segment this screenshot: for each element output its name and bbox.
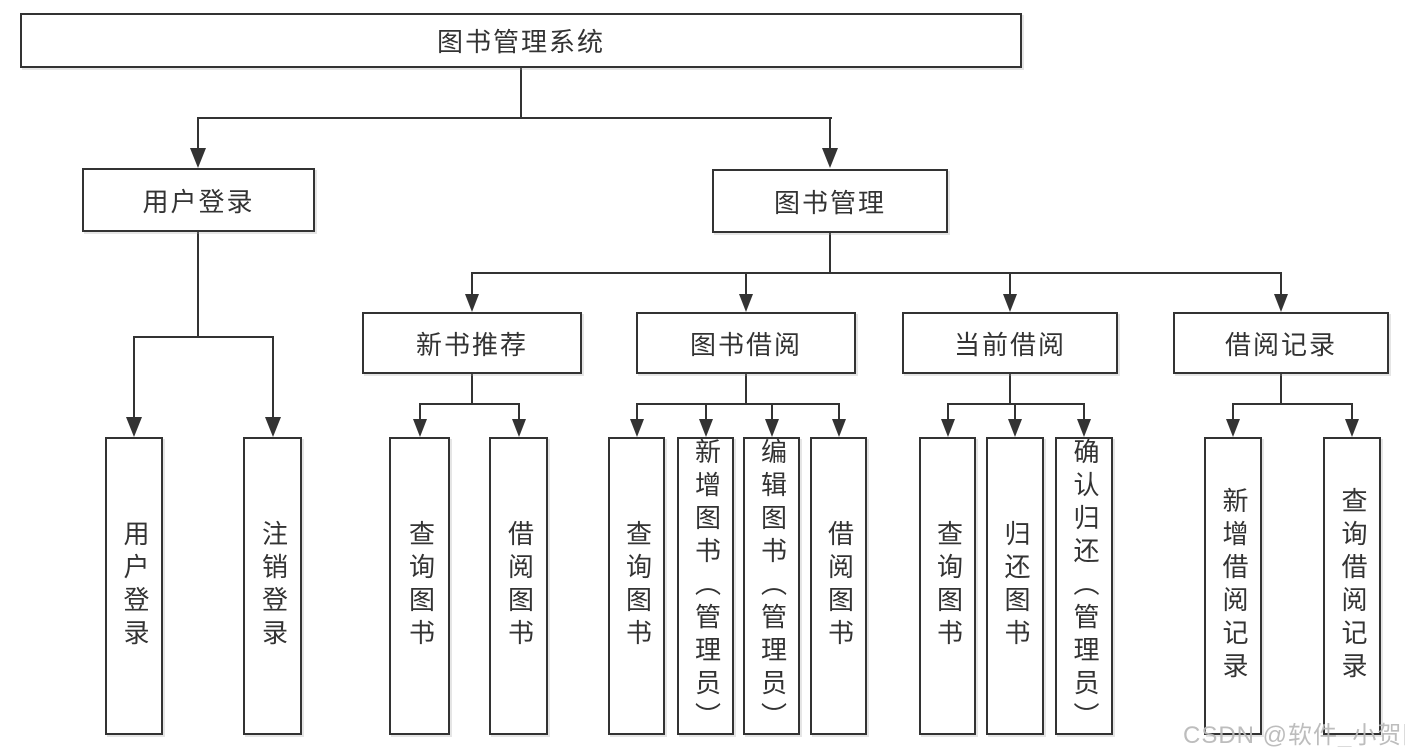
arrowhead-down-icon [1077,419,1091,437]
node-current-borrow: 当前借阅 [902,312,1118,374]
arrowhead-down-icon [699,419,713,437]
node-book-management: 图书管理 [712,169,948,233]
connector-line [197,232,199,338]
connector-line [1009,374,1011,405]
connector-line [133,336,135,419]
leaf-borrow-books-recommend: 借阅图书 [489,437,548,735]
leaf-confirm-return-admin-label: 确认归还（管理员） [1069,437,1100,735]
leaf-query-books-recommend: 查询图书 [389,437,450,735]
arrowhead-down-icon [265,417,281,437]
leaf-query-books-borrow: 查询图书 [608,437,665,735]
connector-line [471,374,473,405]
connector-line [520,68,522,118]
connector-line [745,374,747,405]
connector-line [419,403,421,421]
connector-line [1351,403,1353,421]
connector-line [838,403,840,421]
leaf-borrow-books: 借阅图书 [810,437,867,735]
node-book-borrow: 图书借阅 [636,312,856,374]
arrowhead-down-icon [413,419,427,437]
connector-line [197,117,832,119]
arrowhead-down-icon [822,148,838,168]
leaf-user-login-label: 用户登录 [119,520,150,652]
leaf-borrow-books-label: 借阅图书 [824,520,855,652]
arrowhead-down-icon [1274,294,1288,312]
connector-line [947,403,1085,405]
leaf-return-books-label: 归还图书 [1000,520,1031,652]
connector-line [419,403,520,405]
connector-line [745,272,747,296]
leaf-query-borrow-record: 查询借阅记录 [1323,437,1381,735]
root-box: 图书管理系统 [20,13,1022,68]
arrowhead-down-icon [630,419,644,437]
connector-line [636,403,839,405]
arrowhead-down-icon [832,419,846,437]
leaf-query-books-current-label: 查询图书 [933,520,964,652]
connector-line [197,117,199,152]
arrowhead-down-icon [739,294,753,312]
arrowhead-down-icon [941,419,955,437]
connector-line [1232,403,1234,421]
leaf-add-borrow-record: 新增借阅记录 [1204,437,1262,735]
connector-line [471,272,1282,274]
arrowhead-down-icon [126,417,142,437]
node-borrow-record: 借阅记录 [1173,312,1389,374]
arrowhead-down-icon [512,419,526,437]
arrowhead-down-icon [1003,294,1017,312]
connector-line [1009,272,1011,296]
connector-line [1014,403,1016,421]
connector-line [518,403,520,421]
arrowhead-down-icon [1008,419,1022,437]
leaf-add-borrow-record-label: 新增借阅记录 [1218,487,1249,685]
leaf-add-books-admin-label: 新增图书（管理员） [691,437,722,735]
leaf-edit-books-admin: 编辑图书（管理员） [743,437,800,735]
leaf-query-books-recommend-label: 查询图书 [405,520,436,652]
connector-line [829,233,831,274]
connector-line [771,403,773,421]
arrowhead-down-icon [190,148,206,168]
leaf-borrow-books-recommend-label: 借阅图书 [504,520,535,652]
arrowhead-down-icon [465,294,479,312]
connector-line [1280,272,1282,296]
connector-line [636,403,638,421]
leaf-add-books-admin: 新增图书（管理员） [677,437,734,735]
connector-line [1232,403,1353,405]
arrowhead-down-icon [765,419,779,437]
leaf-logout-label: 注销登录 [258,520,289,652]
leaf-confirm-return-admin: 确认归还（管理员） [1055,437,1113,735]
arrowhead-down-icon [1226,419,1240,437]
watermark: CSDN @软件_小贺同学 [1183,722,1405,747]
connector-line [705,403,707,421]
node-user-login: 用户登录 [82,168,315,232]
connector-line [133,336,274,338]
connector-line [471,272,473,296]
connector-line [1280,374,1282,405]
connector-line [829,117,831,152]
leaf-query-books-current: 查询图书 [919,437,976,735]
leaf-query-books-borrow-label: 查询图书 [622,520,653,652]
connector-line [272,336,274,419]
leaf-logout: 注销登录 [243,437,302,735]
arrowhead-down-icon [1345,419,1359,437]
connector-line [1083,403,1085,421]
connector-line [947,403,949,421]
leaf-return-books: 归还图书 [986,437,1044,735]
leaf-edit-books-admin-label: 编辑图书（管理员） [757,437,788,735]
leaf-query-borrow-record-label: 查询借阅记录 [1337,487,1368,685]
leaf-user-login: 用户登录 [105,437,163,735]
node-new-book-recommend: 新书推荐 [362,312,582,374]
